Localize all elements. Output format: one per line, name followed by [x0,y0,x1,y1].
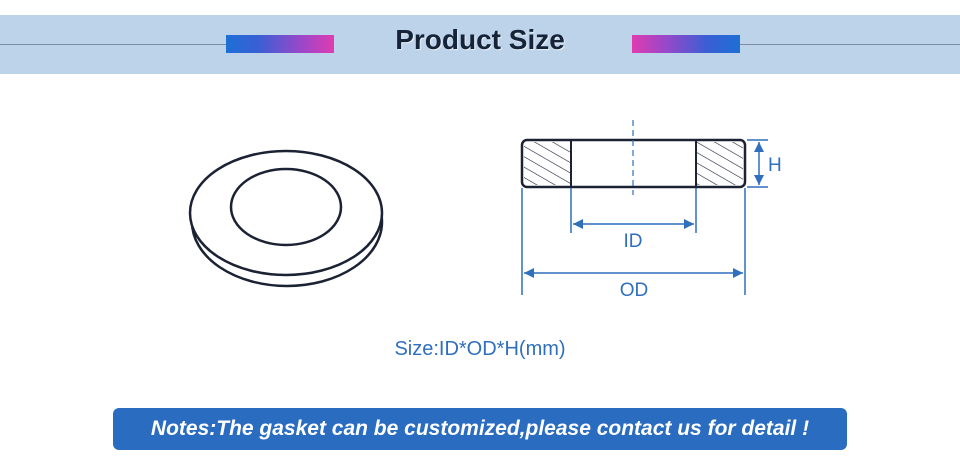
section-hatch-right [697,142,743,185]
gasket-inner-hole [229,167,343,247]
header-accent-bar-left [226,35,334,53]
page-title: Product Size [395,24,565,55]
id-arrowhead-right [684,219,694,229]
h-arrowhead-top [754,142,764,152]
header-divider-right [740,44,960,45]
section-hatch-left [524,142,571,185]
id-label: ID [624,231,643,252]
header-accent-bar-right [632,35,740,53]
h-label: H [768,155,782,176]
gasket-cross-section [520,120,747,195]
gasket-outer-rim [188,149,384,277]
id-arrowhead-left [573,219,583,229]
h-arrowhead-bottom [754,175,764,185]
gasket-perspective-view [188,149,384,288]
od-arrowhead-left [524,268,534,278]
od-label: OD [620,280,649,301]
header-divider-left [0,44,226,45]
notes-banner: Notes:The gasket can be customized,pleas… [113,408,847,450]
size-caption: Size:ID*OD*H(mm) [394,338,566,360]
dimension-lines [521,139,768,295]
od-arrowhead-right [733,268,743,278]
